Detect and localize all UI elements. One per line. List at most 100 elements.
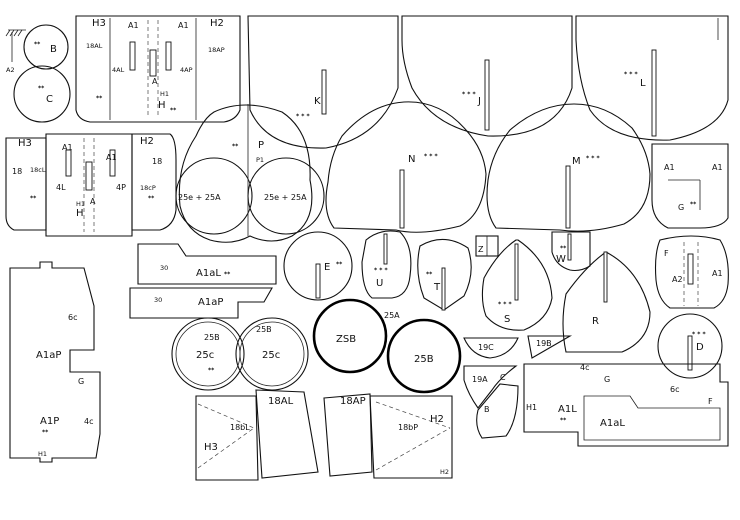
label-h1-strip: H1 [38, 450, 47, 458]
label-h1-b: H1 [526, 403, 537, 412]
label-a1ap: A1aP [198, 297, 223, 308]
piece-l: L * * * [575, 15, 729, 141]
label-a2-f: A2 [672, 275, 683, 284]
label-19c: 19C [478, 343, 494, 352]
label-h2-mid: H2 [140, 136, 154, 147]
label-a1-right: A1 [178, 21, 189, 30]
piece-25c-b: 25c 25B [235, 317, 309, 391]
piece-b-small: B [476, 383, 519, 439]
label-s: S [504, 314, 510, 325]
piece-a1ap: A1aP 30 [129, 287, 273, 319]
label-h: H [158, 100, 166, 111]
stars-m: * * * [586, 155, 600, 162]
piece-top-fuselage: H3 H2 A1 A1 A H H1 18AL 18AP 4AL 4AP ** … [75, 15, 241, 123]
label-a: A [152, 77, 158, 86]
stars-s: * * * [498, 301, 512, 308]
piece-left-strip: A1aP 6c G 4c A1P H1 ** [9, 261, 101, 463]
piece-j: J * * * [401, 15, 573, 137]
stars-e: ** [336, 261, 343, 268]
label-18-left: 18 [12, 167, 22, 176]
label-l: L [640, 78, 646, 89]
label-18cp: 18cP [140, 184, 156, 192]
label-b-small: B [484, 405, 490, 414]
hatch-a2: A2 [5, 29, 26, 74]
label-a1-mid-r: A1 [106, 153, 117, 162]
label-d: D [696, 342, 704, 353]
stars-u: * * * [374, 267, 388, 274]
label-25c-b: 25c [262, 350, 280, 361]
stars-w: ** [560, 245, 567, 252]
label-19b: 19B [536, 339, 552, 348]
label-p-left: 25e + 25A [178, 193, 221, 202]
label-e: E [324, 262, 330, 273]
piece-mid-fuselage: H3 H2 18 18 18cL 18cP 4L 4P A1 A1 A H H1… [5, 133, 177, 237]
label-18al-b: 18AL [268, 396, 294, 407]
label-zsb: ZSB [336, 334, 356, 345]
label-f: F [664, 249, 669, 258]
label-6c-b: 6c [670, 385, 680, 394]
label-25b-a: 25B [204, 333, 220, 342]
label-30a: 30 [160, 264, 168, 272]
piece-u: U * * * [361, 230, 412, 299]
label-h1-mid: H1 [76, 200, 85, 208]
label-h3: H3 [92, 18, 106, 29]
label-4c: 4c [84, 417, 94, 426]
label-j: J [477, 96, 481, 107]
piece-zsb: ZSB 25A [312, 298, 400, 374]
piece-r: R [562, 251, 651, 353]
piece-a1al: A1aL 30 ** [137, 243, 277, 285]
label-c2: C [500, 373, 506, 382]
piece-25b-c: 25B [386, 318, 462, 394]
label-a1l: A1L [558, 404, 577, 415]
label-25b-c: 25B [414, 354, 434, 365]
label-g: G [678, 203, 684, 212]
label-r: R [592, 316, 599, 327]
piece-b: B ** [23, 24, 69, 70]
label-6c: 6c [68, 313, 78, 322]
label-a1-g-r: A1 [712, 163, 723, 172]
stars-mid-l: ** [30, 195, 37, 202]
label-k: K [314, 96, 321, 107]
stars-h3: ** [96, 95, 103, 102]
stars-c: ** [38, 85, 45, 92]
piece-s: S * * * [481, 239, 553, 331]
label-18al: 18AL [86, 42, 103, 50]
label-4p: 4P [116, 183, 126, 192]
label-a1-left: A1 [128, 21, 139, 30]
label-a1al: A1aL [196, 268, 221, 279]
piece-19c: 19C [463, 337, 519, 359]
label-25c-a: 25c [196, 350, 214, 361]
piece-d: D * * * [657, 313, 723, 379]
label-h2-c: H2 [440, 468, 449, 476]
label-h-mid: H [76, 208, 84, 219]
label-h2-b: H2 [430, 414, 444, 425]
label-p-right: 25e + 25A [264, 193, 307, 202]
piece-19a: 19A C [463, 365, 518, 409]
piece-p: P P1 25e + 25A 25e + 25A ** [175, 104, 325, 243]
label-h2: H2 [210, 18, 224, 29]
stars-a1al: ** [224, 271, 231, 278]
piece-k: K * * * [247, 15, 399, 149]
piece-n: N * * * [325, 101, 487, 233]
label-4c-b: 4c [580, 363, 590, 372]
stars-j: * * * [462, 91, 476, 98]
label-p: P [258, 140, 264, 151]
stars-d: * * * [692, 331, 706, 338]
label-18bl: 18bL [230, 423, 250, 432]
label-18ap-b: 18AP [340, 396, 366, 407]
piece-e: E ** [283, 231, 353, 301]
label-z: Z [478, 245, 484, 254]
label-g-strip: G [78, 377, 84, 386]
label-4al: 4AL [112, 66, 125, 74]
stars-p: ** [232, 143, 239, 150]
stars-mid-r: ** [148, 195, 155, 202]
piece-w: W ** [551, 231, 591, 272]
stars-25c-a: ** [208, 367, 215, 374]
label-t: T [433, 282, 441, 293]
stars-k: * * * [296, 113, 310, 120]
label-a1p: A1P [40, 416, 59, 427]
label-h3-mid: H3 [18, 138, 32, 149]
label-a1-f: A1 [712, 269, 723, 278]
piece-25c-a: 25c 25B ** [171, 317, 245, 391]
